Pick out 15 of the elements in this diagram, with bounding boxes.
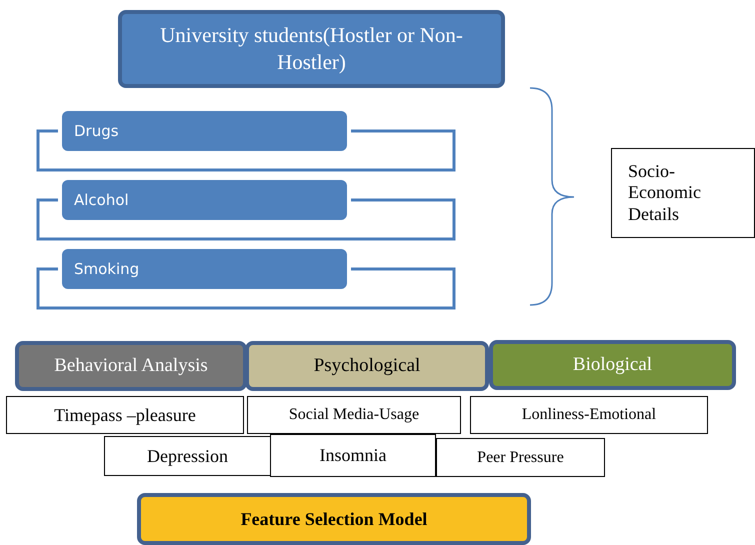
category-box: Behavioral Analysis: [15, 341, 247, 391]
title-box: University students(Hostler or Non-Hostler): [118, 10, 505, 88]
factor-box: Social Media-Usage: [247, 396, 461, 434]
factor-box: Timepass –pleasure: [6, 396, 244, 434]
factor-box: Depression: [104, 436, 271, 476]
model-box: Feature Selection Model: [137, 493, 531, 545]
category-box: Smoking: [62, 249, 347, 289]
category-box: Biological: [489, 340, 736, 390]
factor-box: Peer Pressure: [436, 438, 605, 477]
label-box: Socio-Economic Details: [611, 148, 755, 238]
factor-box: Insomnia: [270, 434, 436, 477]
category-box: Alcohol: [62, 180, 347, 220]
category-box: Psychological: [245, 341, 489, 391]
category-box: Drugs: [62, 111, 347, 151]
factor-box: Lonliness-Emotional: [470, 396, 708, 434]
